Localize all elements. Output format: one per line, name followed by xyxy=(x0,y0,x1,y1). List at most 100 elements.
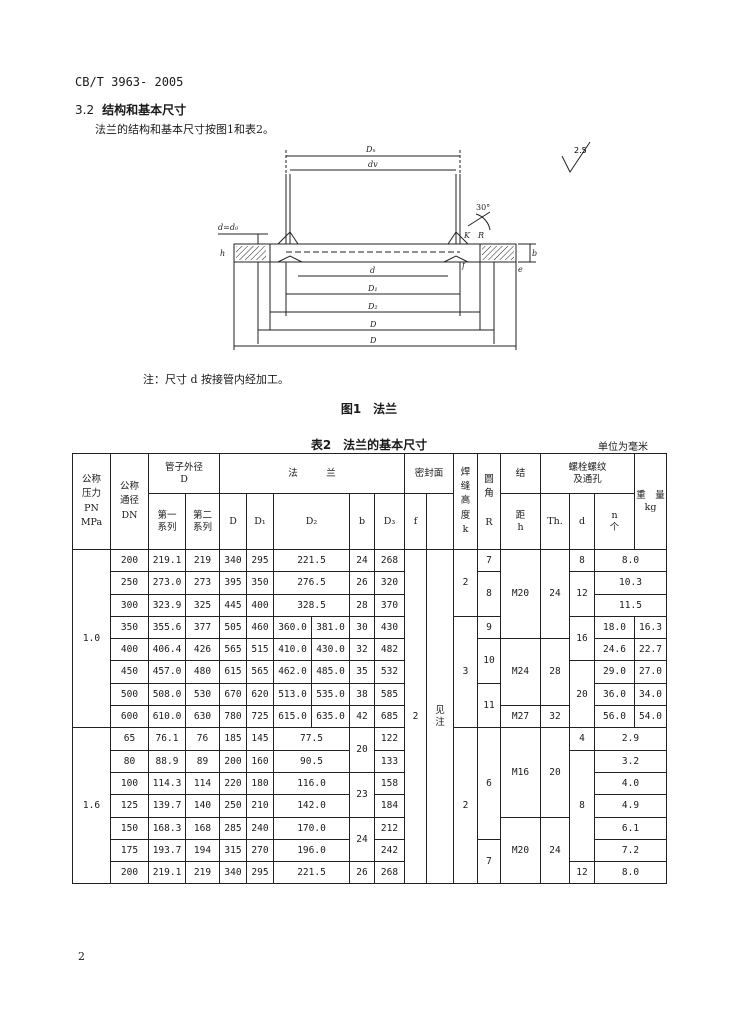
weight-b: 54.0 xyxy=(634,705,667,729)
seal-D3: 268 xyxy=(374,861,405,885)
flange-D1: 460 xyxy=(246,615,274,640)
pitch-h: 7 xyxy=(477,838,501,885)
weight-a: 36.0 xyxy=(594,682,635,707)
label-D1: D₁ xyxy=(367,284,378,293)
flange-b: 35 xyxy=(349,660,375,684)
bolt-thread: M24 xyxy=(500,638,541,707)
section-title: 结构和基本尺寸 xyxy=(102,103,187,117)
pitch-h: 7 xyxy=(477,548,501,573)
label-D: D xyxy=(369,336,377,345)
pipe-series1: 168.3 xyxy=(148,816,186,840)
label-D2: D₂ xyxy=(367,302,378,311)
flange-D2-a: 462.0 xyxy=(273,660,312,684)
pitch-h: 6 xyxy=(477,727,501,840)
intro-text: 法兰的结构和基本尺寸按图1和表2。 xyxy=(95,123,274,136)
bolt-count: 4 xyxy=(569,727,595,751)
weight-a: 24.6 xyxy=(594,638,635,662)
flange-D1: 210 xyxy=(246,794,274,818)
head-D1: D₁ xyxy=(246,493,274,550)
pipe-series2: 194 xyxy=(185,838,220,863)
flange-b: 24 xyxy=(349,816,375,863)
seal-D3: 320 xyxy=(374,571,405,595)
dn-value: 100 xyxy=(110,771,149,796)
weight: 8.0 xyxy=(594,548,667,573)
bolt-count: 12 xyxy=(569,571,595,617)
weight: 4.0 xyxy=(594,771,667,796)
seal-D3: 212 xyxy=(374,816,405,840)
bolt-thread: M16 xyxy=(500,727,541,818)
seal-D3: 370 xyxy=(374,593,405,617)
flange-D: 615 xyxy=(219,660,247,684)
roughness-value: 2.5 xyxy=(574,146,587,155)
head-flange: 法 兰 xyxy=(219,453,405,494)
pipe-series2: 273 xyxy=(185,571,220,595)
flange-D: 285 xyxy=(219,816,247,840)
flange-b: 23 xyxy=(349,771,375,818)
pitch-h: 8 xyxy=(477,571,501,617)
seal-D3: 122 xyxy=(374,727,405,751)
flange-b: 30 xyxy=(349,615,375,640)
flange-D: 505 xyxy=(219,615,247,640)
pipe-series1: 273.0 xyxy=(148,571,186,595)
bolt-thread: M20 xyxy=(500,816,541,885)
dn-value: 65 xyxy=(110,727,149,751)
flange-D2: 170.0 xyxy=(273,816,350,840)
flange-b: 32 xyxy=(349,638,375,662)
dn-value: 250 xyxy=(110,571,149,595)
table-unit: 单位为毫米 xyxy=(598,442,648,453)
pipe-series2: 219 xyxy=(185,861,220,885)
flange-D2: 116.0 xyxy=(273,771,350,796)
figure-caption: 图1 法兰 xyxy=(340,402,398,416)
pipe-series1: 457.0 xyxy=(148,660,186,684)
flange-D2-a: 360.0 xyxy=(273,615,312,640)
flange-D1: 725 xyxy=(246,705,274,729)
label-dn: Dₙ xyxy=(365,145,376,154)
flange-D1: 400 xyxy=(246,593,274,617)
weight-b: 22.7 xyxy=(634,638,667,662)
bolt-count: 8 xyxy=(569,749,595,863)
head-series2: 第二系列 xyxy=(185,493,220,550)
pipe-series1: 406.4 xyxy=(148,638,186,662)
seal-D3: 268 xyxy=(374,548,405,573)
pitch-h: 11 xyxy=(477,682,501,729)
flange-D2-b: 535.0 xyxy=(311,682,350,707)
flange-D2: 221.5 xyxy=(273,548,350,573)
pipe-series2: 426 xyxy=(185,638,220,662)
flange-D1: 160 xyxy=(246,749,274,773)
seal-D3: 133 xyxy=(374,749,405,773)
flange-D2: 196.0 xyxy=(273,838,350,863)
dn-value: 150 xyxy=(110,816,149,840)
pipe-series2: 76 xyxy=(185,727,220,751)
weight-b: 16.3 xyxy=(634,615,667,640)
hole-d: 32 xyxy=(540,705,570,729)
weight-a: 18.0 xyxy=(594,615,635,640)
radius-R: 3 xyxy=(453,615,478,729)
flange-D2-b: 635.0 xyxy=(311,705,350,729)
weight: 6.1 xyxy=(594,816,667,840)
label-h: h xyxy=(220,249,225,258)
pipe-series1: 76.1 xyxy=(148,727,186,751)
label-R: R xyxy=(477,231,484,240)
weight: 10.3 xyxy=(594,571,667,595)
roughness-symbol: 2.5 xyxy=(561,141,591,173)
flange-D: 200 xyxy=(219,749,247,773)
hole-d: 20 xyxy=(540,727,570,818)
flange-D: 315 xyxy=(219,838,247,863)
seal-D3: 685 xyxy=(374,705,405,729)
flange-b: 26 xyxy=(349,571,375,595)
pipe-series2: 325 xyxy=(185,593,220,617)
dn-value: 125 xyxy=(110,794,149,818)
figure-note: 注：尺寸 d 按接管内经加工。 xyxy=(143,373,290,386)
dn-value: 200 xyxy=(110,548,149,573)
table-caption: 表2 法兰的基本尺寸 xyxy=(310,438,428,452)
